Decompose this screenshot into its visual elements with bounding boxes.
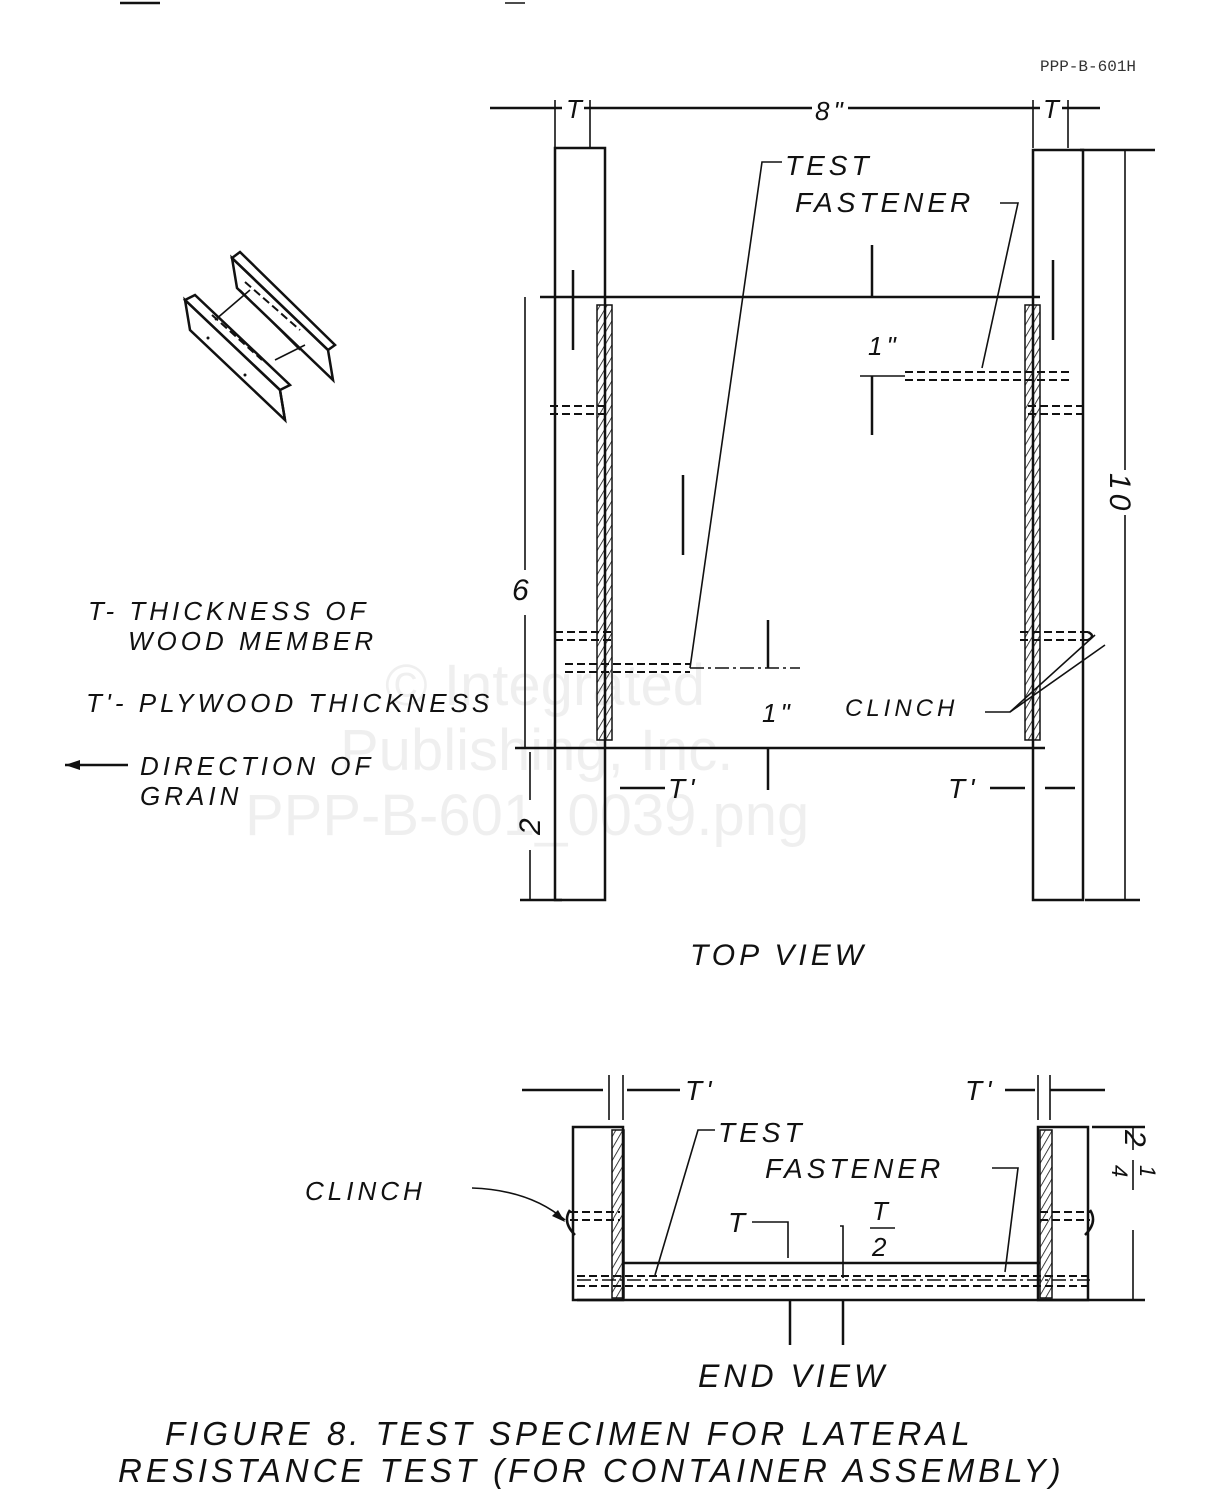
end-clinch-label: CLINCH <box>305 1176 426 1206</box>
dim-1-lower: 1" <box>762 698 794 728</box>
end-dim-height-den: 4 <box>1107 1165 1132 1181</box>
top-test-label-1: TEST <box>785 150 873 181</box>
caption-line2: RESISTANCE TEST (FOR CONTAINER ASSEMBLY) <box>118 1452 1065 1489</box>
legend-t-line2: WOOD MEMBER <box>128 626 377 656</box>
legend-tprime: T'- PLYWOOD THICKNESS <box>86 688 493 718</box>
top-test-label-2: FASTENER <box>795 187 974 218</box>
caption-line1: FIGURE 8. TEST SPECIMEN FOR LATERAL <box>165 1415 974 1452</box>
end-test-label-1: TEST <box>718 1117 806 1148</box>
end-dim-t: T <box>728 1207 749 1238</box>
watermark: © Integrated Publishing, Inc. PPP-B-601_… <box>245 653 809 848</box>
end-dim-half-den: 2 <box>871 1232 890 1262</box>
right-plywood <box>1024 304 1041 741</box>
top-tprime-right: T' <box>948 773 978 804</box>
top-view: T 8" T TEST FASTENER 1" <box>490 94 1155 972</box>
isometric-specimen-sketch <box>182 250 337 424</box>
dim-width: 8" <box>815 96 847 126</box>
watermark-line2: Publishing, Inc. <box>340 718 733 783</box>
figure-caption: FIGURE 8. TEST SPECIMEN FOR LATERAL RESI… <box>118 1415 1065 1489</box>
top-view-title: TOP VIEW <box>690 939 867 972</box>
top-clinch-label: CLINCH <box>845 695 958 722</box>
dim-2: 2 <box>514 814 547 836</box>
dim-6: 6 <box>512 574 533 607</box>
end-view: T' T' TEST FASTENER T T 2 2 <box>305 1075 1160 1394</box>
dim-1-upper: 1" <box>868 331 900 361</box>
legend-t-line1: T- THICKNESS OF <box>88 596 370 626</box>
legend-grain-line1: DIRECTION OF <box>140 751 374 781</box>
end-dim-height-num: 1 <box>1135 1165 1160 1181</box>
document-number: PPP-B-601H <box>1040 58 1136 76</box>
legend: T- THICKNESS OF WOOD MEMBER T'- PLYWOOD … <box>65 596 493 811</box>
end-tprime-left: T' <box>685 1075 715 1106</box>
end-test-label-2: FASTENER <box>765 1153 944 1184</box>
dim-10: 10 <box>1103 473 1136 514</box>
top-tprime-left: T' <box>668 773 698 804</box>
test-fastener-upper <box>905 371 1070 381</box>
end-dim-height-whole: 2 <box>1118 1129 1151 1151</box>
dim-t-right: T <box>1043 94 1063 124</box>
test-fastener-lower <box>565 663 690 673</box>
end-view-title: END VIEW <box>698 1358 888 1394</box>
end-tprime-right: T' <box>965 1075 995 1106</box>
watermark-line3: PPP-B-601_0039.png <box>245 783 809 848</box>
end-dim-half-num: T <box>872 1196 892 1226</box>
legend-grain-line2: GRAIN <box>140 781 242 811</box>
left-plywood <box>596 304 613 741</box>
dim-t-left: T <box>566 94 586 124</box>
